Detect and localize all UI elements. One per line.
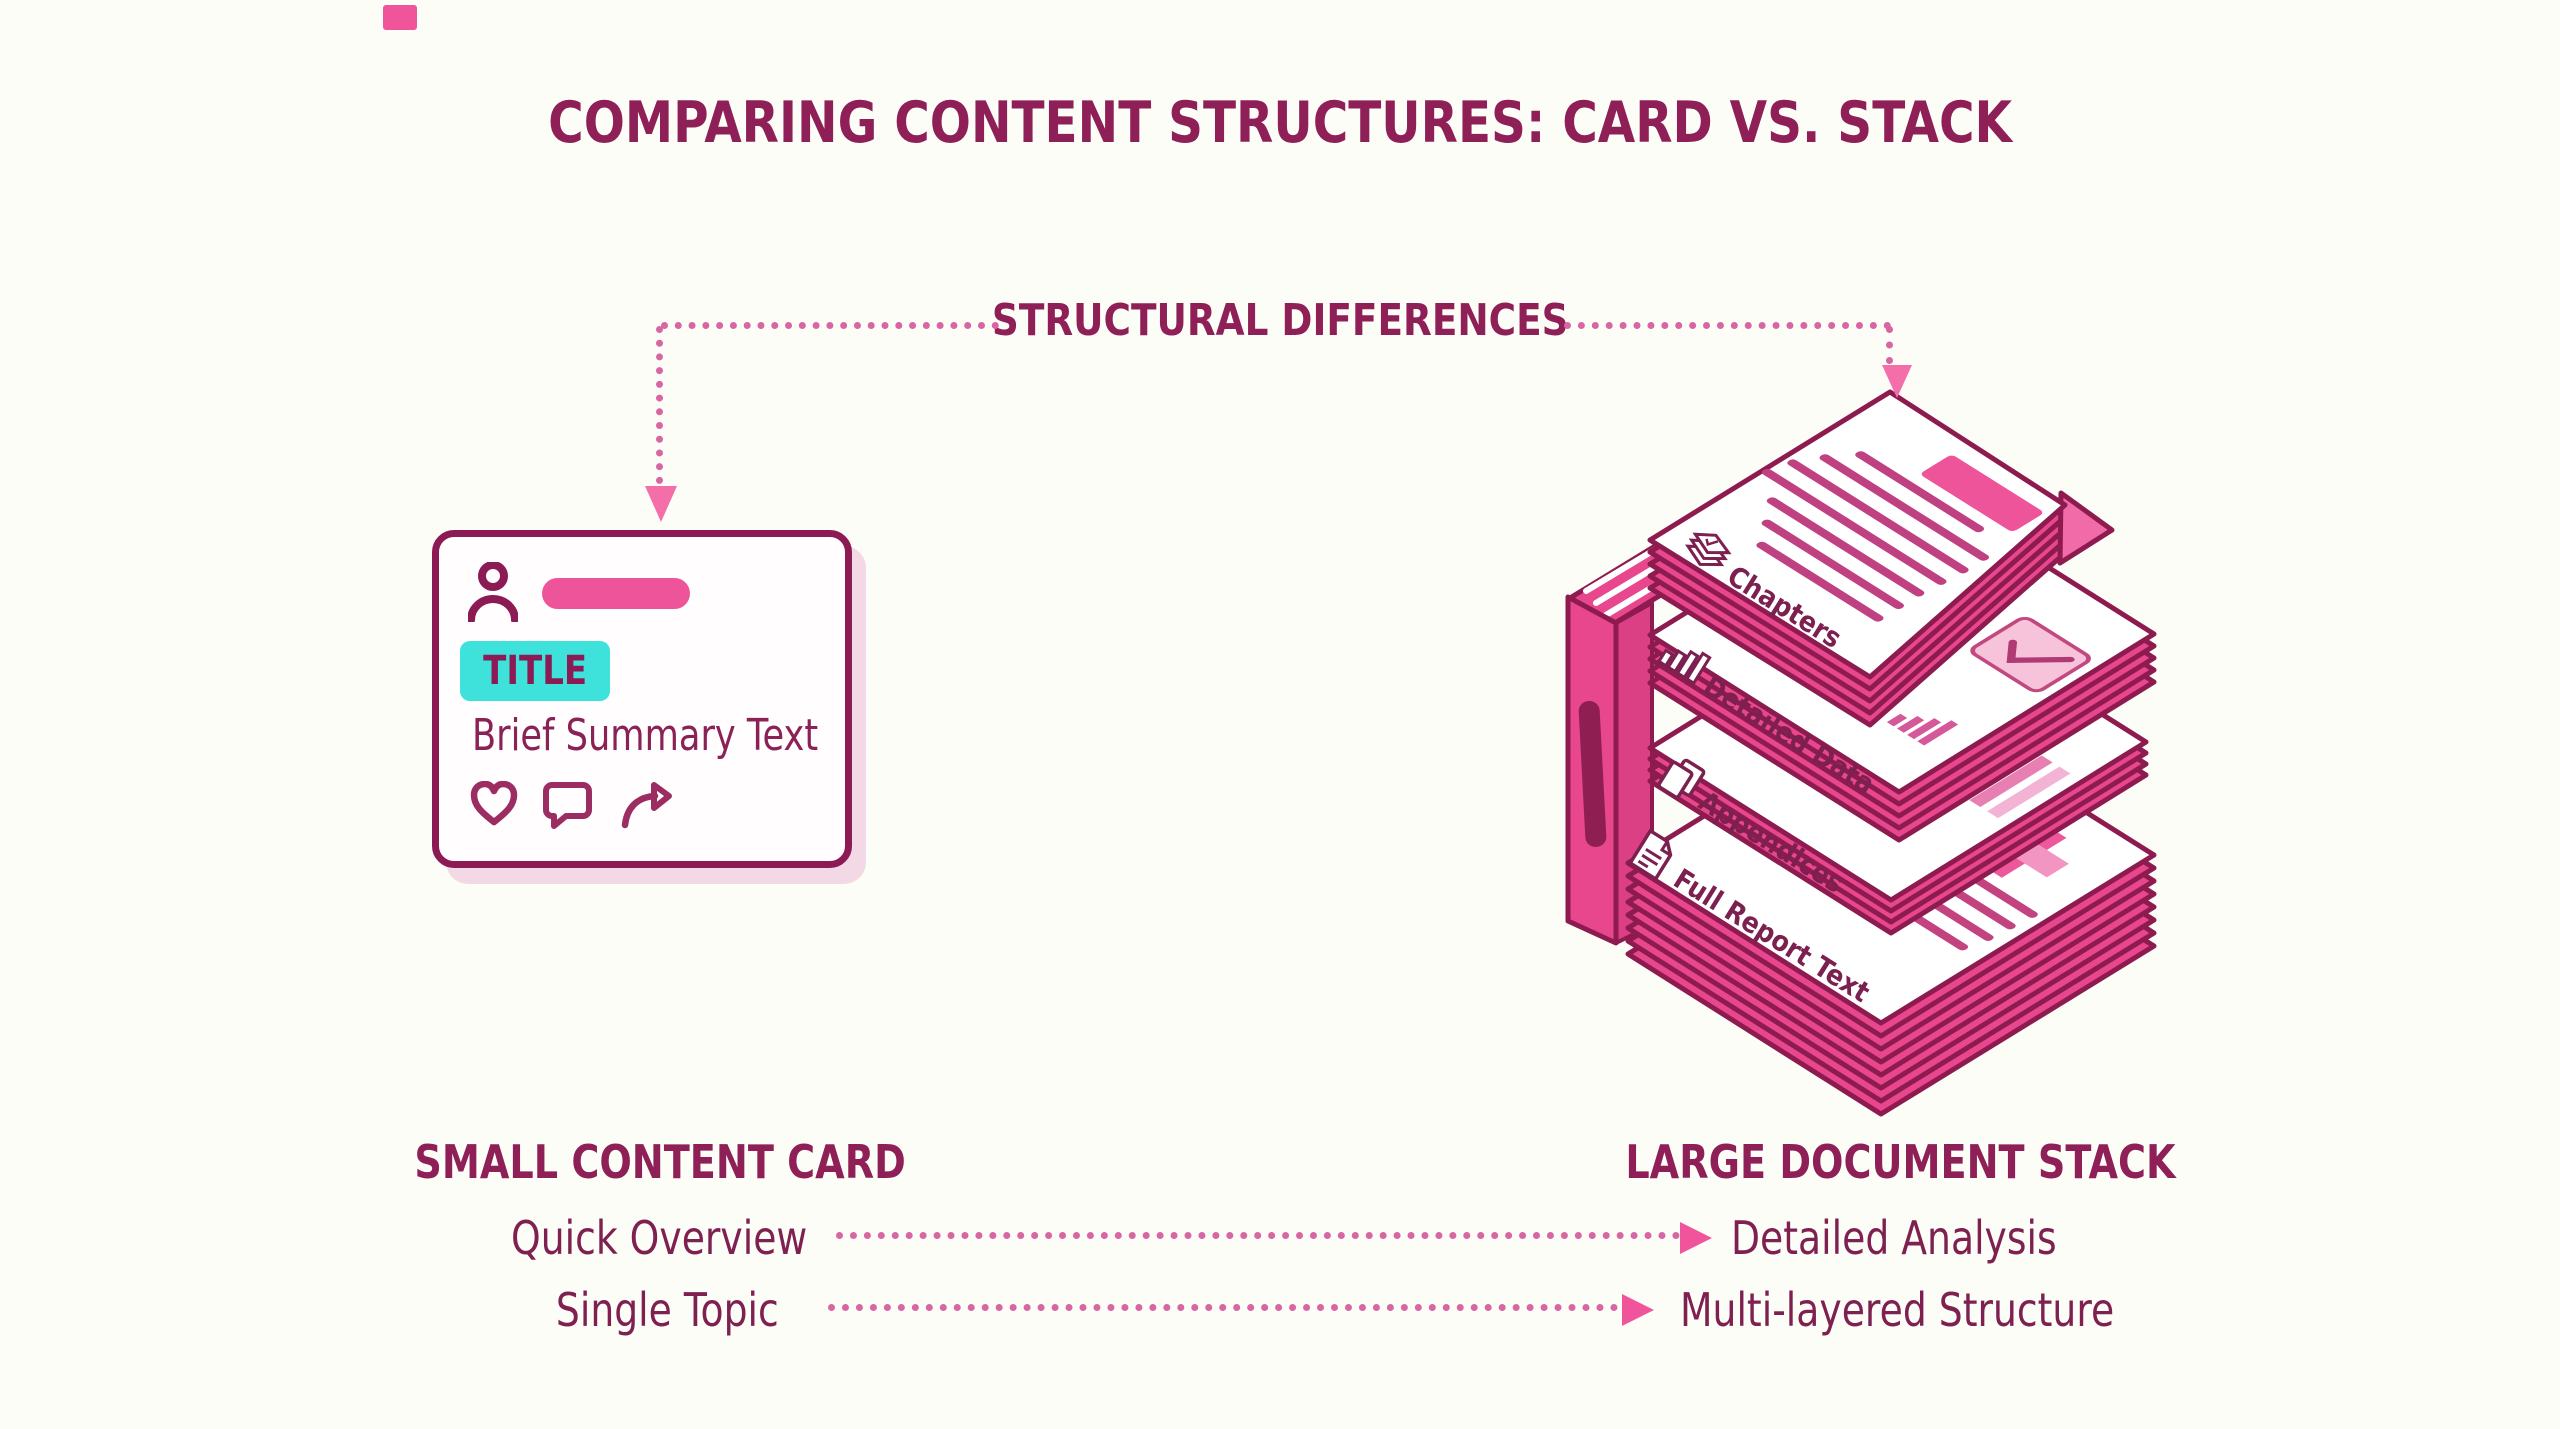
right-heading-text: LARGE DOCUMENT STACK [1624, 1135, 2176, 1189]
comparison-row1-arrow [1680, 1222, 1712, 1254]
left-column-heading: SMALL CONTENT CARD [310, 1136, 1010, 1188]
stacked-pages-icon [1685, 532, 1732, 567]
sheet1-fold-corner [2057, 490, 2115, 566]
stack-sheet-chapters: Chapters [1647, 389, 2115, 728]
corner-accent-square [383, 5, 417, 30]
comment-bubble-icon [543, 782, 592, 829]
comparison-row1-dotted-line [836, 1232, 1680, 1239]
card-title-chip: TITLE [460, 641, 610, 701]
row2-left-text: Single Topic [556, 1283, 779, 1337]
sheet1-decorations [1756, 451, 2043, 622]
left-heading-text: SMALL CONTENT CARD [414, 1135, 906, 1189]
card-summary-text: Brief Summary Text [472, 710, 819, 761]
row1-left-text: Quick Overview [510, 1211, 807, 1265]
card-name-bar [542, 578, 690, 609]
comparison-row2-arrow [1622, 1294, 1654, 1326]
connector-label: STRUCTURAL DIFFERENCES [0, 296, 2560, 346]
comparison-row2-left: Single Topic [507, 1284, 779, 1336]
connector-line-left-horizontal [661, 322, 999, 329]
content-card: TITLE Brief Summary Text [432, 530, 852, 868]
row1-right-text: Detailed Analysis [1731, 1211, 2057, 1265]
connector-line-left-vertical [656, 326, 663, 484]
row2-right-text: Multi-layered Structure [1680, 1283, 2115, 1337]
comparison-row1-left: Quick Overview [446, 1212, 807, 1264]
card-summary: Brief Summary Text [472, 711, 905, 761]
connector-line-right-horizontal [1564, 322, 1891, 329]
connector-line-right-vertical [1886, 326, 1893, 364]
heart-icon [470, 781, 518, 826]
page-title: COMPARING CONTENT STRUCTURES: CARD VS. S… [0, 92, 2560, 154]
card-title-text: TITLE [483, 648, 587, 694]
bar-chart-icon [1656, 648, 1712, 686]
connector-arrow-to-card [645, 486, 677, 522]
comparison-row2-dotted-line [828, 1304, 1618, 1311]
connector-label-text: STRUCTURAL DIFFERENCES [991, 295, 1569, 346]
document-stack-illustration: Full Report Text [1565, 365, 2157, 1117]
copy-pages-icon [1657, 758, 1706, 799]
document-icon [1628, 829, 1673, 881]
comparison-row2-right: Multi-layered Structure [1680, 1284, 2210, 1336]
share-arrow-icon [621, 782, 672, 829]
user-avatar-icon [468, 562, 518, 622]
right-column-heading: LARGE DOCUMENT STACK [1550, 1136, 2250, 1188]
page-title-text: COMPARING CONTENT STRUCTURES: CARD VS. S… [548, 90, 2012, 156]
connector-arrow-to-stack [1882, 365, 1912, 398]
comparison-row1-right: Detailed Analysis [1731, 1212, 2128, 1264]
sheet2-decorations [1886, 616, 2091, 746]
